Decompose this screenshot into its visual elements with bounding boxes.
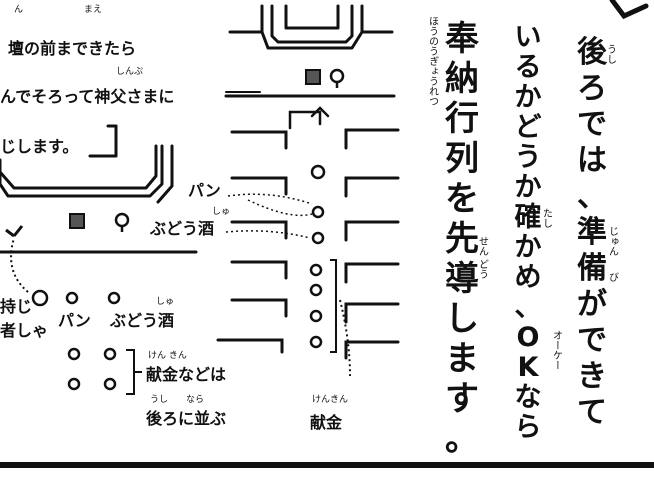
vertical-char: き: [577, 359, 607, 394]
instruction-line-1: 壇の前まできたら: [8, 39, 136, 58]
vertical-char: O: [517, 322, 540, 353]
vertical-char: は: [577, 143, 607, 178]
vertical-char: 準: [577, 215, 607, 250]
vertical-char: ら: [515, 412, 542, 443]
instruction-line-3: じします。: [0, 137, 78, 156]
ruby: しゅ: [212, 206, 230, 217]
ruby: び: [607, 272, 619, 282]
label-kenkin-group: 献金などは: [146, 365, 226, 384]
vertical-char: 。: [445, 419, 479, 459]
ruby: せん どう: [477, 236, 489, 279]
vertical-char: 納: [445, 59, 479, 99]
arrow-icon: [609, 0, 649, 20]
bottom-left-labels: 持じ 者しゃ パン しゅ ぶどう酒 けん きん 献金などは うし なら 後ろに並…: [0, 296, 348, 432]
vertical-char: 奉: [445, 19, 480, 59]
altar-drawing: [224, 4, 396, 98]
bottom-rule: [0, 462, 654, 468]
cup-icon: [329, 68, 345, 84]
label-jisha: 者しゃ: [0, 321, 48, 340]
vertical-char: 、: [577, 179, 607, 214]
cup-icon: [114, 212, 130, 228]
label-pan: パン: [58, 311, 91, 330]
vertical-char: ど: [515, 112, 542, 143]
offering-box-icon: [69, 213, 85, 229]
label-jisha: 持じ: [0, 297, 32, 316]
vertical-char: て: [577, 395, 607, 430]
label-budoushu: ぶどう酒: [149, 219, 214, 238]
vertical-char: 先: [445, 219, 479, 259]
top-left-text: ん まえ 壇の前まできたら しんぷ んでそろって神父さまに じします。: [0, 4, 174, 156]
vertical-char: 、: [515, 292, 542, 323]
bottom-left-people: [31, 289, 142, 395]
vertical-char: 列: [445, 139, 479, 179]
vertical-char: め: [515, 262, 542, 293]
vertical-char: い: [515, 22, 542, 53]
vertical-char: 導: [445, 259, 479, 299]
vertical-char: す: [445, 379, 479, 419]
offering-box-icon: [305, 69, 321, 85]
vertical-char: 確: [515, 201, 542, 233]
vertical-char: な: [515, 382, 542, 413]
ruby: しゅ: [156, 296, 174, 307]
vertical-char: 後: [577, 35, 608, 70]
ruby: うし なら: [150, 394, 204, 405]
ruby: オーケー: [551, 330, 563, 370]
vertical-char: を: [445, 179, 479, 219]
label-kenkin: 献金: [310, 413, 343, 432]
ruby: うし: [605, 44, 616, 64]
ruby: ほうのうぎょうれつ: [427, 16, 439, 106]
vertical-char: う: [515, 142, 542, 173]
label-narabu: 後ろに並ぶ: [146, 409, 226, 428]
procession-people: [309, 164, 351, 377]
legend-dotted-links: [225, 193, 313, 239]
instruction-line-2: んでそろって神父さまに: [0, 87, 174, 106]
ruby: しんぷ: [116, 66, 143, 77]
vertical-ruby: ほうのうぎょうれつ せん どう たし オーケー うし じゅん び: [427, 16, 619, 370]
chancel-offerings: [69, 212, 130, 232]
ruby: けん きん: [148, 350, 187, 361]
ruby: たし: [541, 208, 552, 228]
vertical-char: か: [515, 82, 542, 113]
vertical-char: か: [515, 172, 542, 203]
chancel-drawing: [0, 124, 198, 254]
ruby: ん: [14, 4, 23, 15]
altar-offerings-top: [305, 68, 345, 88]
vertical-char: ま: [445, 339, 479, 379]
vertical-char: K: [518, 352, 540, 383]
vertical-char: か: [515, 232, 542, 263]
pews-left: [216, 106, 330, 354]
vertical-char: で: [577, 107, 607, 142]
legend-labels: パン しゅ ぶどう酒: [149, 181, 230, 238]
vertical-char: る: [515, 52, 542, 83]
vertical-char: が: [577, 287, 607, 322]
vertical-char: で: [577, 323, 607, 358]
vertical-char: ろ: [577, 71, 607, 106]
pews-right: [344, 128, 400, 360]
ruby: まえ: [84, 4, 102, 15]
vertical-char: 備: [577, 251, 607, 286]
ruby: じゅん: [607, 226, 619, 256]
label-pan: パン: [188, 181, 221, 200]
vertical-char: し: [445, 299, 479, 339]
dotted-arrow: [5, 225, 29, 293]
ruby: けんきん: [312, 394, 348, 405]
vertical-char: 行: [445, 99, 479, 139]
label-budoushu: ぶどう酒: [109, 311, 174, 330]
